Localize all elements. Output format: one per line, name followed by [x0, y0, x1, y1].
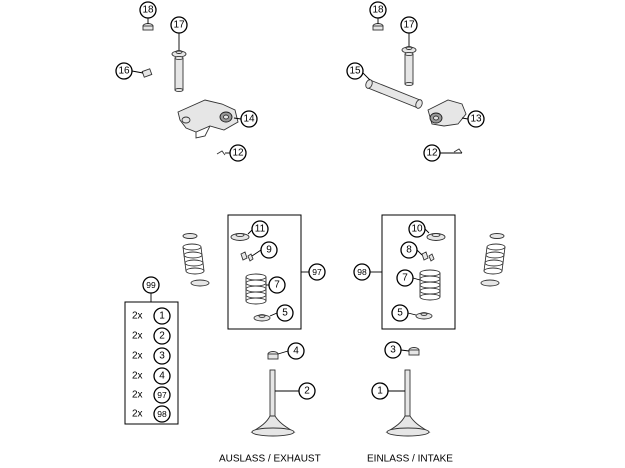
callout-1: 1	[371, 382, 389, 400]
part-12-intake-drawing	[453, 148, 463, 154]
callout-8: 8	[400, 241, 418, 259]
callout-18-exhaust: 18	[139, 1, 157, 19]
kit-99-qty: 2x	[132, 409, 143, 420]
kit-99-qty: 2x	[132, 351, 143, 362]
part-17-exhaust-drawing	[171, 50, 187, 93]
callout-3: 3	[384, 341, 402, 359]
kit-99-part: 3	[159, 351, 165, 362]
part-18-exhaust-drawing	[142, 23, 154, 31]
kit-99-part: 97	[157, 390, 167, 400]
svg-text:5: 5	[282, 308, 288, 319]
callout-10: 10	[408, 220, 426, 238]
intake-rocker-group	[365, 23, 467, 154]
callout-99: 99	[142, 276, 160, 294]
svg-text:12: 12	[232, 148, 244, 159]
svg-text:16: 16	[118, 66, 130, 77]
kit-99-frame	[124, 301, 179, 425]
svg-text:15: 15	[349, 66, 361, 77]
exhaust-valve-drawing	[250, 351, 296, 437]
svg-text:7: 7	[402, 273, 408, 284]
svg-text:17: 17	[173, 20, 185, 31]
exhaust-spring-assembly-drawing	[182, 233, 210, 287]
callout-15: 15	[346, 62, 364, 80]
svg-text:12: 12	[426, 148, 438, 159]
kit-99-rows: 2x 1 2x 2 2x 3 2x 4 2x 97 2x 98	[132, 307, 171, 423]
callout-17-exhaust: 17	[170, 16, 188, 34]
part-13-drawing	[427, 99, 467, 127]
callout-12-intake: 12	[423, 144, 441, 162]
svg-text:1: 1	[377, 386, 383, 397]
callout-13: 13	[467, 110, 485, 128]
kit-99-qty: 2x	[132, 390, 143, 401]
callout-5-exhaust: 5	[276, 304, 294, 322]
svg-text:4: 4	[293, 346, 299, 357]
svg-text:13: 13	[470, 114, 482, 125]
kit-99-qty: 2x	[132, 311, 143, 322]
svg-text:2: 2	[304, 386, 310, 397]
part-14-drawing	[177, 99, 239, 139]
svg-text:5: 5	[397, 308, 403, 319]
svg-text:18: 18	[142, 5, 154, 16]
svg-text:99: 99	[146, 280, 156, 290]
intake-label: EINLASS / INTAKE	[367, 454, 453, 465]
callout-4: 4	[287, 342, 305, 360]
svg-text:9: 9	[266, 245, 272, 256]
callout-7-exhaust: 7	[268, 276, 286, 294]
kit-99-qty: 2x	[132, 331, 143, 342]
svg-text:3: 3	[390, 345, 396, 356]
exhaust-label: AUSLASS / EXHAUST	[219, 454, 321, 465]
kit-99-qty: 2x	[132, 371, 143, 382]
part-12-exhaust-drawing	[216, 150, 226, 156]
intake-valve-drawing	[385, 347, 431, 437]
part-17-intake-drawing	[401, 46, 417, 87]
callout-12-exhaust: 12	[229, 144, 247, 162]
svg-text:14: 14	[243, 114, 255, 125]
callout-2: 2	[298, 382, 316, 400]
svg-text:11: 11	[255, 224, 266, 235]
svg-text:17: 17	[403, 20, 415, 31]
callout-5-intake: 5	[391, 304, 409, 322]
kit-97-parts	[230, 232, 271, 322]
kit-98-parts	[415, 232, 446, 320]
part-18-intake-drawing	[372, 23, 384, 31]
svg-text:97: 97	[312, 267, 322, 277]
callout-98: 98	[353, 263, 371, 281]
callout-97: 97	[308, 263, 326, 281]
callout-16: 16	[115, 62, 133, 80]
part-15-drawing	[365, 79, 423, 109]
svg-text:7: 7	[274, 280, 280, 291]
callout-14: 14	[240, 110, 258, 128]
intake-spring-assembly-drawing	[480, 233, 506, 287]
kit-99-part: 2	[159, 331, 165, 342]
svg-text:8: 8	[406, 245, 412, 256]
callout-11: 11	[251, 220, 269, 238]
callout-17-intake: 17	[400, 16, 418, 34]
svg-text:98: 98	[357, 267, 367, 277]
svg-text:10: 10	[411, 224, 423, 235]
callout-9: 9	[260, 241, 278, 259]
kit-99-part: 1	[159, 311, 165, 322]
part-16-drawing	[141, 68, 153, 78]
callout-7-intake: 7	[396, 269, 414, 287]
callout-18-intake: 18	[369, 1, 387, 19]
kit-99-part: 98	[157, 409, 167, 419]
svg-text:18: 18	[372, 5, 384, 16]
exhaust-rocker-group	[141, 23, 239, 156]
kit-99-part: 4	[159, 371, 165, 382]
